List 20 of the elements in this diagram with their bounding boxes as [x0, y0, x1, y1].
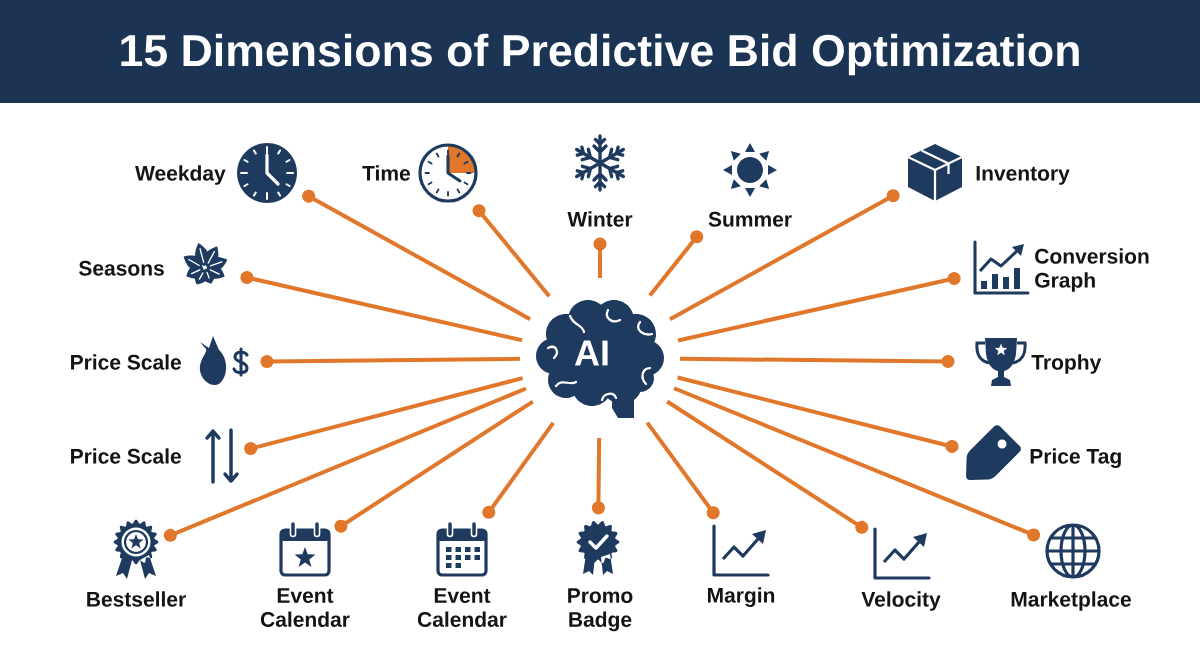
node-label: Promo Badge	[568, 588, 633, 632]
node-label: Inventory	[976, 166, 1070, 185]
node-label: Time	[362, 165, 410, 181]
title-banner: 15 Dimensions of Predictive Bid Optimization	[0, 0, 1200, 103]
node-label: Price Scale	[71, 448, 181, 464]
node-label: Winter	[567, 211, 633, 227]
node-label: Margin	[708, 587, 775, 607]
brain-node: AI	[536, 300, 664, 418]
node-label: Conversion Graph	[1035, 248, 1149, 292]
node-label: Weekday	[135, 165, 226, 185]
node-label: Event Calendar	[417, 588, 507, 627]
node-label: Trophy	[1031, 354, 1102, 374]
node-label: Event Calendar	[260, 588, 350, 627]
node-label: Summer	[708, 211, 792, 227]
node-label: Price Scale	[71, 354, 181, 370]
node-label: Seasons	[78, 260, 164, 276]
node-label: Bestseller	[87, 591, 186, 607]
node-label: Price Tag	[1030, 448, 1121, 468]
node-label: Marketplace	[1011, 591, 1131, 611]
node-label: Velocity	[861, 591, 941, 611]
